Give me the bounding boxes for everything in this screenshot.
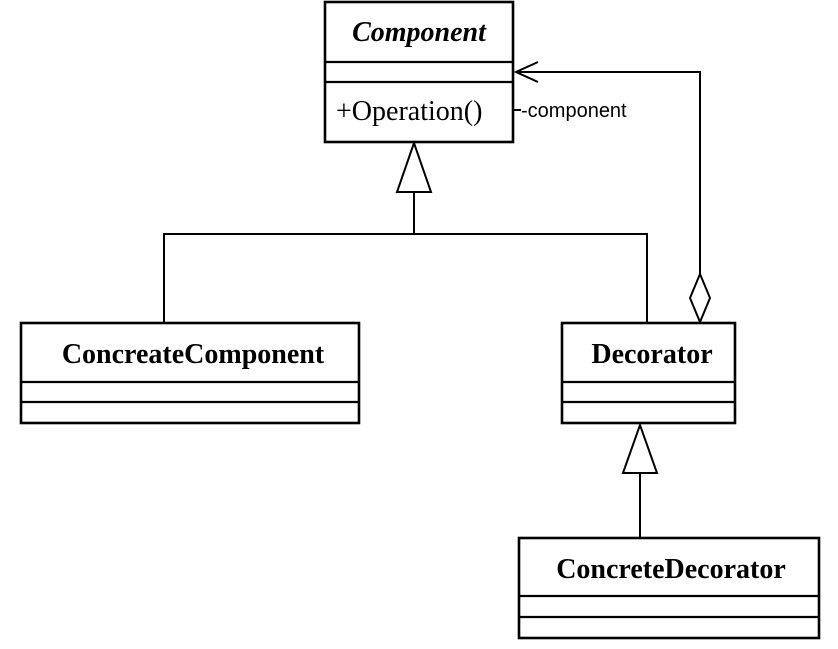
class-concrete-decorator-name: ConcreteDecorator bbox=[556, 554, 786, 585]
aggregation-line bbox=[516, 71, 701, 274]
generalization-triangle-decorator bbox=[621, 422, 659, 474]
class-concrete-decorator[interactable]: ConcreteDecorator bbox=[517, 536, 821, 640]
class-decorator-box bbox=[560, 321, 737, 425]
class-concreate-component[interactable]: ConcreateComponent bbox=[19, 321, 361, 425]
class-concreate-component-name: ConcreateComponent bbox=[62, 339, 325, 370]
generalization-to-component bbox=[163, 139, 648, 323]
class-component-box bbox=[323, 0, 515, 144]
role-label-component: -component bbox=[521, 100, 627, 122]
class-decorator-name: Decorator bbox=[591, 339, 712, 370]
class-concrete-decorator-box bbox=[517, 536, 821, 640]
generalization-line-decorator bbox=[414, 233, 648, 323]
aggregation-diamond bbox=[688, 271, 712, 325]
generalization-to-decorator bbox=[621, 422, 659, 538]
generalization-line-concrete-component bbox=[163, 192, 415, 323]
class-concreate-component-box bbox=[19, 321, 361, 425]
generalization-triangle-component bbox=[395, 139, 433, 193]
class-decorator[interactable]: Decorator bbox=[560, 321, 737, 425]
class-component[interactable]: Component +Operation() bbox=[323, 0, 515, 144]
class-component-name: Component bbox=[352, 17, 487, 48]
aggregation-decorator-component: -component bbox=[513, 61, 712, 325]
class-component-operation: +Operation() bbox=[336, 96, 482, 127]
aggregation-arrowhead bbox=[513, 61, 539, 83]
